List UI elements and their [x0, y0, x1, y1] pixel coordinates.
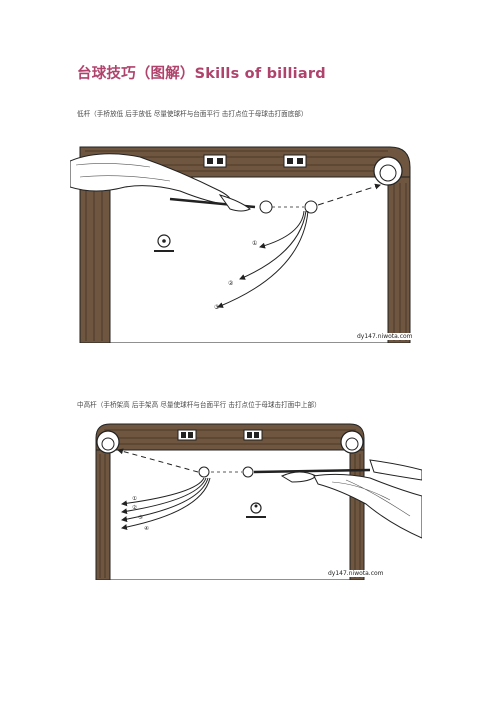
table-left-rail	[95, 449, 111, 580]
page-title: 台球技巧（图解）Skills of billiard	[77, 66, 326, 82]
figure-low-shot-diagram: ① ② ③ dy147.niwota.com	[70, 143, 422, 343]
path-label-3: ③	[138, 515, 143, 521]
object-ball-path	[317, 183, 381, 206]
object-ball	[198, 466, 210, 478]
follow-path-4	[121, 477, 211, 530]
follow-path-3	[121, 477, 209, 523]
low-shot-illustration: ① ② ③	[70, 146, 411, 343]
table-right-rail	[387, 176, 411, 343]
bridge-hand	[218, 194, 251, 212]
cue-stick	[253, 468, 371, 474]
reference-ball	[250, 502, 262, 514]
figure-high-shot-diagram: ① ② ③ ④ dy147.niwota.com	[70, 420, 422, 580]
path-label-2: ②	[132, 504, 137, 511]
table-felt	[109, 176, 389, 343]
path-label-2: ②	[228, 280, 234, 287]
rail-marker-right	[243, 429, 263, 441]
object-ball-path	[117, 448, 199, 473]
caption-low-shot: 低杆（手桥放低 后手放低 尽量使球杆与台面平行 击打点位于母球击打面底部）	[77, 110, 308, 118]
follow-path-2	[121, 477, 207, 515]
cue-ball	[259, 200, 273, 214]
table-left-rail	[79, 176, 111, 343]
path-label-4: ④	[144, 526, 149, 532]
table-top-rail	[95, 423, 365, 451]
path-label-3: ③	[214, 304, 219, 311]
draw-path-2	[239, 210, 307, 280]
player-arm	[313, 473, 422, 539]
rail-marker-left	[177, 429, 197, 441]
image-credit: dy147.niwota.com	[355, 333, 415, 340]
object-ball	[304, 200, 318, 214]
high-shot-illustration: ① ② ③ ④	[95, 423, 422, 580]
path-label-1: ①	[132, 496, 137, 502]
draw-path-1	[259, 210, 305, 249]
draw-path-3	[217, 210, 309, 308]
caption-high-shot: 中高杆（手桥架高 后手架高 尽量使球杆与台面平行 击打点位于母球击打面中上部）	[77, 401, 321, 409]
path-label-1: ①	[252, 240, 257, 247]
cue-ball	[242, 466, 254, 478]
follow-path-1	[121, 477, 205, 507]
image-credit: dy147.niwota.com	[326, 570, 386, 577]
